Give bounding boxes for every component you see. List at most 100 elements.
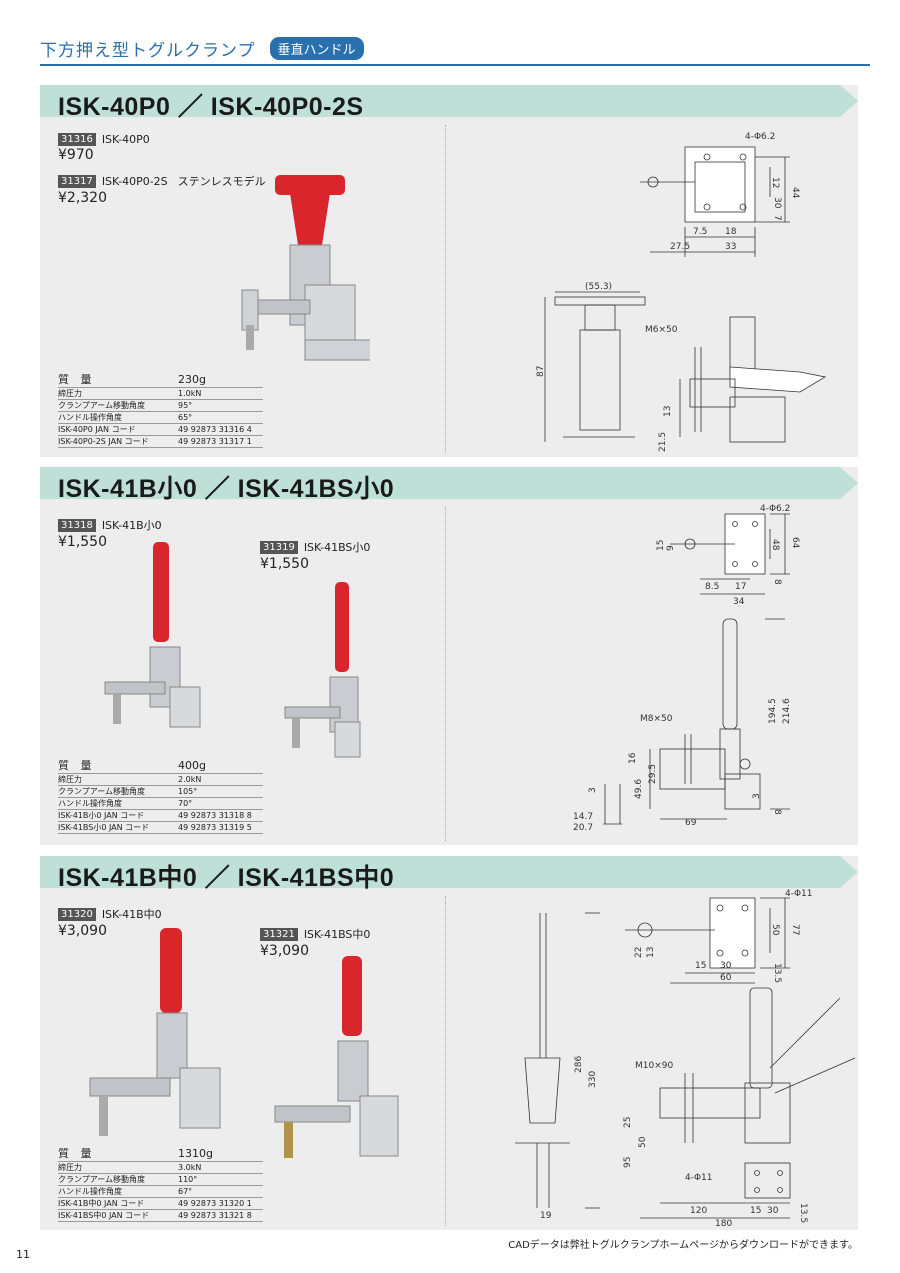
spec-key: クランプアーム移動角度 bbox=[58, 401, 146, 410]
dim-label: 12 bbox=[770, 177, 780, 188]
dim-label: 22 bbox=[634, 947, 644, 958]
dim-label: 3 bbox=[588, 787, 598, 793]
dim-label: 69 bbox=[685, 818, 697, 828]
dim-label: 50 bbox=[638, 1136, 648, 1148]
dim-label: 14.7 bbox=[573, 812, 593, 822]
price: ¥3,090 bbox=[58, 923, 107, 939]
dimension-drawing: 4-Φ6.2 12 30 44 7 7.5 18 27.5 33 (55.3) … bbox=[536, 132, 827, 452]
spec-value: 2.0kN bbox=[178, 775, 202, 784]
column-divider bbox=[445, 125, 446, 453]
dim-label: 30 bbox=[772, 197, 782, 209]
spec-key: 質 量 bbox=[58, 373, 96, 386]
dim-label: 13 bbox=[646, 947, 656, 958]
dim-label: 13.5 bbox=[798, 1203, 808, 1223]
dim-label: M8×50 bbox=[640, 714, 673, 724]
spec-key: 締圧力 bbox=[58, 1163, 82, 1172]
model-note: ステンレスモデル bbox=[177, 175, 266, 188]
spec-key: 締圧力 bbox=[58, 775, 82, 784]
dim-label: 4-Φ11 bbox=[685, 1173, 713, 1183]
model-name: ISK-41BS中0 bbox=[303, 928, 371, 941]
spec-key: ISK-41B小0 JAN コード bbox=[58, 811, 145, 820]
model-name: ISK-41B小0 bbox=[101, 519, 162, 532]
dim-label: 8.5 bbox=[705, 582, 719, 592]
dim-label: 33 bbox=[725, 242, 736, 252]
spec-key: ISK-41BS小0 JAN コード bbox=[58, 823, 150, 832]
category-badge: 垂直ハンドル bbox=[269, 37, 364, 60]
product-code: 31317 bbox=[58, 174, 96, 188]
dim-label: (55.3) bbox=[585, 282, 612, 292]
spec-key: 質 量 bbox=[58, 1147, 96, 1160]
price: ¥1,550 bbox=[58, 534, 107, 550]
model-name: ISK-41BS小0 bbox=[303, 541, 371, 554]
dim-label: 30 bbox=[767, 1206, 779, 1216]
column-divider bbox=[445, 896, 446, 1226]
product-code: 31319 bbox=[260, 540, 298, 554]
dim-label: 50 bbox=[770, 924, 780, 936]
spec-key: ISK-41B中0 JAN コード bbox=[58, 1199, 145, 1208]
dim-label: 4-Φ6.2 bbox=[745, 132, 775, 142]
footer-note: CADデータは弊社トグルクランプホームページからダウンロードができます。 bbox=[508, 1240, 858, 1251]
spec-key: 質 量 bbox=[58, 759, 96, 772]
dim-label: 16 bbox=[628, 752, 638, 764]
spec-value: 1310g bbox=[178, 1147, 213, 1160]
dim-label: 180 bbox=[715, 1219, 732, 1229]
dim-label: 48 bbox=[770, 539, 780, 551]
model-name: ISK-40P0-2S bbox=[101, 174, 168, 188]
section-title-band: ISK-41B小0 ／ ISK-41BS小0 bbox=[40, 467, 858, 503]
dim-label: 49.6 bbox=[634, 779, 644, 799]
model-name: ISK-41B中0 bbox=[101, 908, 162, 921]
page-header: 下方押え型トグルクランプ 垂直ハンドル bbox=[40, 36, 364, 61]
section-title: ISK-41B小0 ／ ISK-41BS小0 bbox=[58, 475, 395, 503]
dim-label: 44 bbox=[790, 187, 800, 199]
dimension-drawing: 4-Φ6.2 15 9 48 64 8.5 17 8 34 194.5 214.… bbox=[573, 504, 800, 833]
dim-label: 21.5 bbox=[658, 432, 668, 452]
dim-label: 18 bbox=[725, 227, 737, 237]
dim-label: 25 bbox=[623, 1117, 633, 1128]
spec-value: 70° bbox=[178, 799, 193, 808]
spec-value: 1.0kN bbox=[178, 389, 202, 398]
spec-key: ISK-40P0 JAN コード bbox=[58, 425, 136, 434]
column-divider bbox=[445, 507, 446, 841]
spec-value: 105° bbox=[178, 787, 198, 796]
dim-label: 19 bbox=[540, 1211, 552, 1221]
product-item: 31319 ISK-41BS小0 ¥1,550 bbox=[260, 539, 370, 572]
product-code: 31321 bbox=[260, 927, 298, 941]
header-rule bbox=[40, 64, 870, 66]
dim-label: 15 bbox=[695, 961, 706, 971]
product-photo bbox=[284, 582, 361, 758]
section-title-band: ISK-41B中0 ／ ISK-41BS中0 bbox=[40, 856, 858, 892]
spec-key: ISK-40P0-2S JAN コード bbox=[58, 437, 149, 446]
spec-value: 65° bbox=[178, 413, 193, 422]
spec-value: 49 92873 31317 1 bbox=[178, 437, 252, 446]
dim-label: 7 bbox=[772, 215, 782, 221]
dim-label: 214.6 bbox=[782, 698, 792, 724]
product-code: 31316 bbox=[58, 133, 96, 146]
spec-value: 230g bbox=[178, 373, 206, 386]
dim-label: 15 bbox=[656, 540, 666, 551]
dim-label: 13.5 bbox=[772, 963, 782, 983]
dim-label: 9 bbox=[666, 545, 676, 551]
product-photo bbox=[274, 956, 399, 1158]
dim-label: 8 bbox=[772, 809, 782, 815]
product-photo bbox=[104, 542, 201, 728]
dim-label: 95 bbox=[623, 1157, 633, 1168]
spec-key: クランプアーム移動角度 bbox=[58, 1175, 146, 1184]
dim-label: 194.5 bbox=[768, 698, 778, 724]
dim-label: 64 bbox=[790, 537, 800, 549]
section-title-band: ISK-40P0 ／ ISK-40P0-2S bbox=[40, 85, 858, 121]
dim-label: M6×50 bbox=[645, 325, 678, 335]
product-photo bbox=[241, 175, 370, 361]
spec-key: クランプアーム移動角度 bbox=[58, 787, 146, 796]
page-number: 11 bbox=[16, 1248, 30, 1261]
section-title: ISK-41B中0 ／ ISK-41BS中0 bbox=[58, 864, 395, 892]
dim-label: 8 bbox=[772, 579, 782, 585]
price: ¥1,550 bbox=[260, 556, 309, 572]
dim-label: 7.5 bbox=[693, 227, 707, 237]
spec-key: ハンドル操作角度 bbox=[58, 799, 122, 808]
